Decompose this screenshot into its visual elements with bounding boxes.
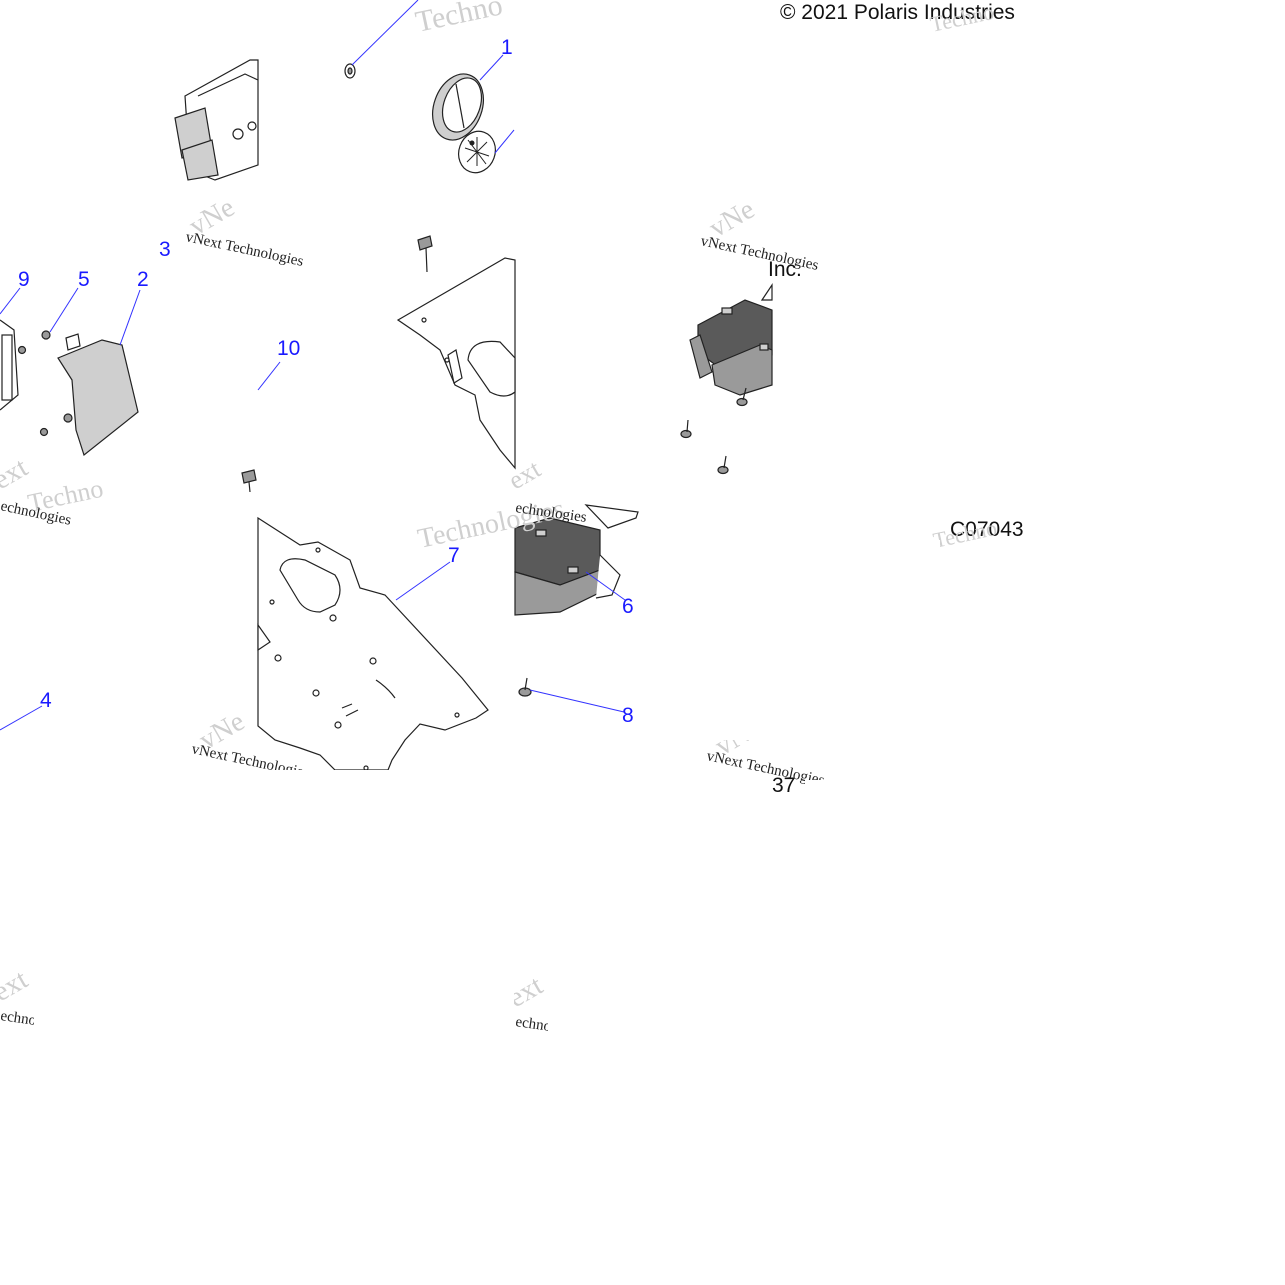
clip-part [344, 63, 356, 79]
leader-4 [0, 705, 43, 731]
leader-5 [49, 287, 79, 333]
screws-right [680, 387, 748, 475]
callout-5: 5 [78, 268, 90, 291]
watermark-brand-2: vNext Technologies [699, 233, 820, 274]
screw-part [518, 677, 532, 697]
callout-group: 1 2 3 4 5 6 7 8 9 10 [18, 36, 634, 727]
callout-3: 3 [159, 238, 171, 261]
bracket-plate-upper [396, 257, 516, 470]
leader-9 [0, 287, 21, 315]
callout-2: 2 [137, 268, 149, 291]
leader-1b [494, 129, 515, 154]
grommet-cap-part [432, 73, 496, 174]
watermark-ext-bl: ext [0, 964, 33, 1008]
callout-1: 1 [501, 36, 513, 59]
bolt-group-left [0, 319, 73, 437]
callout-10: 10 [277, 337, 300, 360]
callout-9: 9 [18, 268, 30, 291]
callout-4: 4 [40, 689, 52, 712]
figure-code: C07043 [950, 518, 1024, 541]
watermark-tech-top: Techno [413, 0, 506, 39]
bracket-fragment [584, 504, 639, 529]
control-module-part [514, 517, 621, 616]
leader-7 [395, 561, 451, 601]
bolt-upper-plate [417, 235, 433, 273]
callout-8: 8 [622, 704, 634, 727]
bolt-floor-plate [241, 469, 257, 493]
watermark-brand-1: vNext Technologies [184, 229, 305, 270]
leader-10 [257, 361, 281, 391]
page-fragment: 37 [772, 774, 795, 797]
leader-6 [585, 571, 626, 601]
leader-8 [529, 689, 625, 713]
copyright-tail: Inc. [768, 258, 802, 281]
copyright-text: © 2021 Polaris Industries [780, 1, 1015, 24]
watermark-tech-code: Techno [931, 515, 999, 553]
heat-shield-part [57, 333, 139, 457]
callout-6: 6 [622, 595, 634, 618]
leader-1 [479, 54, 504, 81]
floor-plate-part [257, 516, 489, 771]
ecu-module-part [174, 59, 259, 181]
module-right-part [689, 283, 773, 396]
leader-top [351, 0, 419, 66]
leader-2 [119, 289, 141, 346]
callout-7: 7 [448, 544, 460, 567]
